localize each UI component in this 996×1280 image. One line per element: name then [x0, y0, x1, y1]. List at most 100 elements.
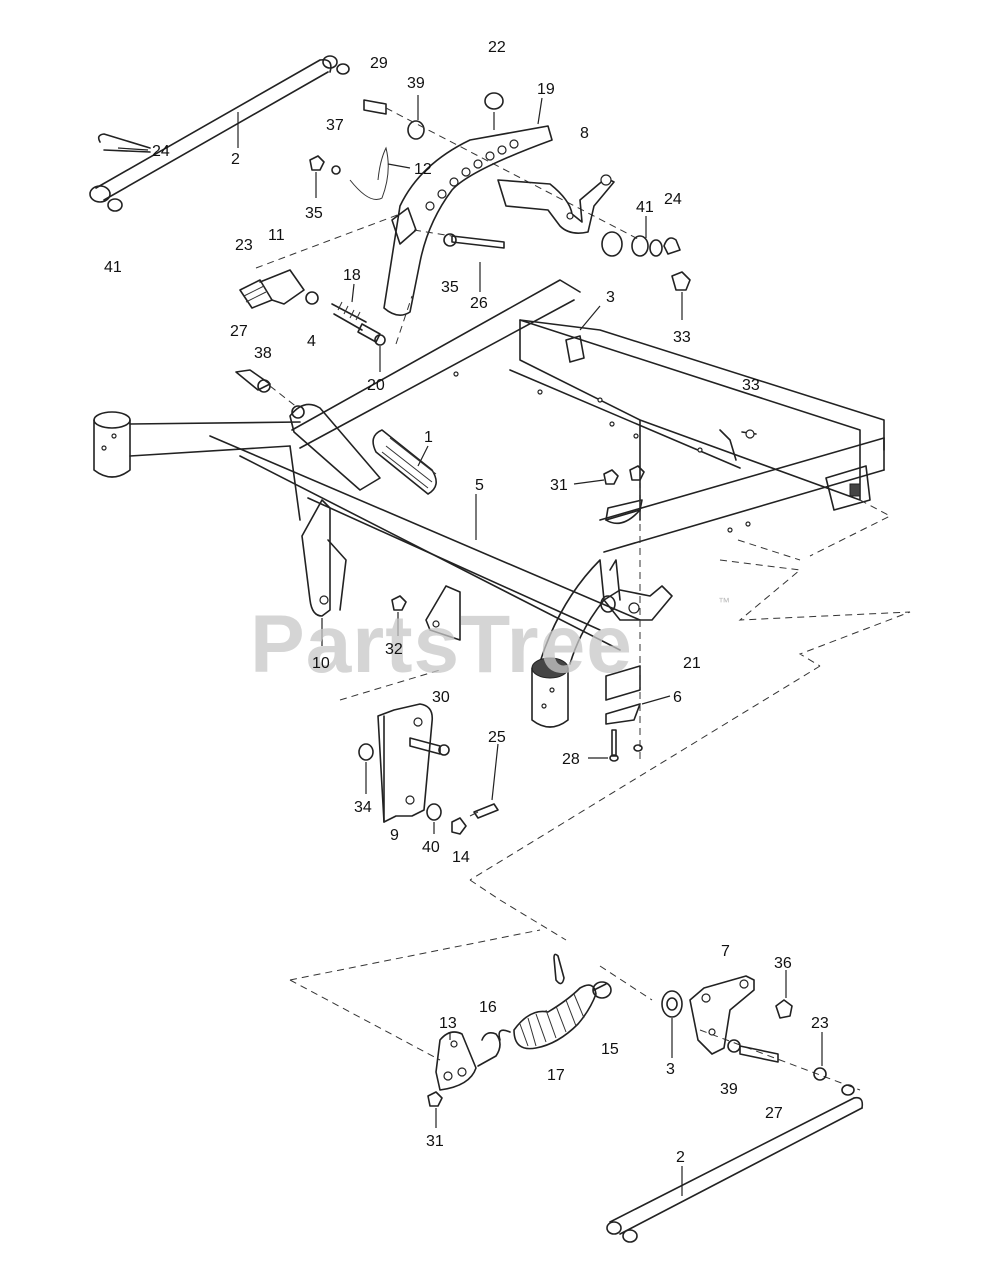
nut-part-31-upper[interactable] [573, 465, 645, 485]
callout-27: 27 [765, 1105, 783, 1122]
callout-7: 7 [721, 943, 730, 960]
callout-32: 32 [385, 641, 403, 658]
callout-37: 37 [326, 117, 344, 134]
callout-24: 24 [152, 143, 170, 160]
callout-35: 35 [441, 279, 459, 296]
footrest-part-23[interactable] [239, 213, 401, 309]
callout-28: 28 [562, 751, 580, 768]
callout-15: 15 [601, 1041, 619, 1058]
bracket-mid[interactable] [425, 585, 461, 641]
frame-part-5[interactable] [93, 279, 885, 728]
callout-3: 3 [666, 1061, 675, 1078]
clip-part-16[interactable] [553, 953, 565, 985]
callout-1: 1 [424, 429, 433, 446]
callout-24: 24 [664, 191, 682, 208]
callout-6: 6 [673, 689, 682, 706]
callout-20: 20 [367, 377, 385, 394]
callout-26: 26 [470, 295, 488, 312]
spring-part-17[interactable] [498, 983, 607, 1050]
watermark-trademark: ™ [718, 595, 730, 609]
callout-10: 10 [312, 655, 330, 672]
hairpin-clip-right[interactable] [663, 237, 681, 255]
callout-35: 35 [305, 205, 323, 222]
assembly-leader-lines [289, 499, 911, 1091]
callout-40: 40 [422, 839, 440, 856]
spring-part-12[interactable] [349, 146, 411, 200]
callout-3: 3 [606, 289, 615, 306]
callout-29: 29 [370, 55, 388, 72]
callout-13: 13 [439, 1015, 457, 1032]
bracket-part-30[interactable] [339, 669, 441, 823]
bolt-top-part-39[interactable] [363, 95, 641, 241]
callout-2: 2 [676, 1149, 685, 1166]
callout-14: 14 [452, 849, 470, 866]
callout-18: 18 [343, 267, 361, 284]
bolt-part-38[interactable] [235, 369, 299, 409]
callout-31: 31 [426, 1133, 444, 1150]
callout-5: 5 [475, 477, 484, 494]
bushing-part-3-lower[interactable] [661, 990, 683, 1058]
callout-23: 23 [235, 237, 253, 254]
bracket-part-8[interactable] [497, 174, 615, 234]
callout-34: 34 [354, 799, 372, 816]
hook-part-15[interactable] [477, 1032, 501, 1067]
bolt-part-39-lower[interactable] [727, 1039, 779, 1063]
callout-8: 8 [580, 125, 589, 142]
callout-36: 36 [774, 955, 792, 972]
lift-arm-part-21[interactable] [600, 559, 673, 621]
bracket-part-13[interactable] [435, 1031, 477, 1091]
bracket-part-6[interactable] [605, 476, 671, 760]
callout-2: 2 [231, 151, 240, 168]
nut-part-36[interactable] [775, 970, 793, 1019]
washer-lower-spring[interactable] [592, 981, 612, 999]
bushing-part-41-right[interactable] [601, 216, 663, 257]
callout-33: 33 [742, 377, 760, 394]
callout-11: 11 [268, 227, 285, 244]
bolt-part-14[interactable] [409, 737, 450, 756]
nut-part-33-upper[interactable] [671, 271, 691, 320]
hairpin-clip-left[interactable] [97, 133, 151, 153]
nut-part-31-lower[interactable] [427, 1091, 443, 1128]
watermark-text: PartsTree [250, 599, 633, 690]
callout-22: 22 [488, 39, 506, 56]
washer-part-23-lower[interactable] [813, 1032, 827, 1081]
nut-part-32[interactable] [391, 595, 407, 636]
callout-16: 16 [479, 999, 497, 1016]
lower-rod-part-2[interactable] [606, 1084, 864, 1243]
callout-39: 39 [407, 75, 425, 92]
callout-38: 38 [254, 345, 272, 362]
callout-25: 25 [488, 729, 506, 746]
bracket-part-10[interactable] [301, 499, 347, 646]
bracket-rear-right[interactable] [719, 429, 871, 511]
grip-part-1[interactable] [372, 429, 437, 495]
callout-41: 41 [104, 259, 122, 276]
bolt-part-26[interactable] [413, 229, 505, 292]
callout-17: 17 [547, 1067, 565, 1084]
rod-end-part-20[interactable] [357, 295, 413, 372]
nut-part-35-upper[interactable] [309, 155, 341, 198]
callout-labels: 29 22 19 39 37 8 24 2 12 35 41 24 23 11 … [104, 39, 829, 1166]
bolt-part-25[interactable] [469, 743, 499, 819]
washer-part-40[interactable] [426, 803, 467, 835]
callout-41: 41 [636, 199, 654, 216]
bracket-part-3-frame[interactable] [565, 305, 601, 363]
washer-part-34[interactable] [358, 743, 374, 794]
pivot-arm[interactable] [289, 403, 381, 491]
pin-part-22[interactable] [484, 92, 504, 130]
callout-19: 19 [537, 81, 555, 98]
callout-39: 39 [720, 1081, 738, 1098]
callout-27: 27 [230, 323, 248, 340]
upper-rod-part-2[interactable] [89, 55, 350, 212]
watermark-partstree: PartsTree ™ [250, 595, 730, 690]
callout-33: 33 [673, 329, 691, 346]
spring-part-18[interactable] [331, 283, 367, 331]
callout-31: 31 [550, 477, 568, 494]
bolt-part-28[interactable] [588, 729, 643, 762]
lever-part-7[interactable] [689, 975, 755, 1055]
callout-9: 9 [390, 827, 399, 844]
pedal-arm-part-19[interactable] [383, 97, 553, 316]
callout-21: 21 [683, 655, 701, 672]
callout-12: 12 [414, 161, 432, 178]
washer-part-27[interactable] [305, 291, 319, 305]
